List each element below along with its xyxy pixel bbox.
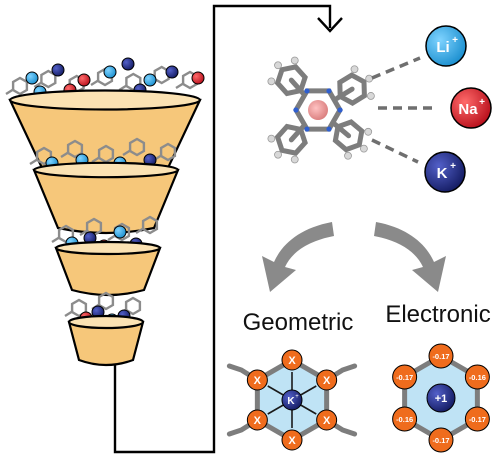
- ion-lithium: Li +: [425, 25, 467, 67]
- bound-ion: [308, 100, 328, 120]
- electronic-panel: +1 -0.17 -0.16 -0.17 -0.17 -0.16 -0.17: [392, 343, 490, 453]
- site-charge-2: -0.16: [464, 364, 490, 390]
- ion-sodium-symbol: Na: [458, 101, 478, 118]
- site-x-1: X: [281, 349, 303, 371]
- svg-text:-0.17: -0.17: [469, 415, 486, 424]
- site-x-4: X: [281, 429, 303, 451]
- ion-sodium: Na +: [450, 87, 492, 129]
- svg-text:X: X: [254, 415, 262, 427]
- electronic-label: Electronic: [385, 301, 490, 328]
- ion-potassium-charge: +: [450, 161, 456, 172]
- svg-text:X: X: [288, 435, 296, 447]
- site-x-2: X: [316, 369, 338, 391]
- site-charge-5: -0.16: [392, 406, 418, 432]
- ion-ball: [103, 65, 117, 79]
- site-charge-4: -0.17: [428, 427, 454, 453]
- curved-arrow-left-icon: [262, 222, 334, 292]
- funnel-body: [67, 320, 145, 367]
- curved-arrow-right-icon: [374, 222, 446, 292]
- svg-text:X: X: [254, 375, 262, 387]
- geometric-label: Geometric: [243, 309, 354, 336]
- svg-text:X: X: [323, 375, 331, 387]
- geometric-panel: K+ X X X X X X: [226, 349, 358, 451]
- svg-text:-0.17: -0.17: [432, 352, 449, 361]
- ion-potassium-symbol: K: [437, 165, 448, 182]
- svg-text:-0.17: -0.17: [396, 373, 413, 382]
- center-ion: [281, 389, 303, 411]
- site-charge-6: -0.17: [392, 364, 418, 390]
- funnel-body: [54, 246, 162, 297]
- flow-connector-line: [113, 4, 332, 454]
- funnel-rim: [8, 89, 202, 111]
- funnel-stage-4: [64, 291, 145, 367]
- center-charge: [426, 383, 456, 413]
- ion-potassium: K +: [424, 151, 466, 193]
- ion-ball: [143, 73, 157, 87]
- svg-text:-0.16: -0.16: [396, 415, 413, 424]
- site-x-6: X: [246, 369, 268, 391]
- ion-ball: [25, 71, 39, 85]
- funnel-stage-2: [29, 137, 180, 235]
- ion-links: [371, 56, 438, 164]
- funnel-rim: [54, 240, 162, 256]
- ion-ball: [191, 71, 205, 85]
- site-x-5: X: [246, 409, 268, 431]
- svg-text:-0.17: -0.17: [432, 436, 449, 445]
- ion-ball: [113, 225, 127, 239]
- svg-text:X: X: [323, 415, 331, 427]
- funnel-rim: [67, 314, 145, 330]
- funnel-rim: [32, 161, 180, 179]
- ion-sodium-charge: +: [479, 97, 485, 108]
- site-charge-3: -0.17: [464, 406, 490, 432]
- center-ion-label: K: [287, 396, 295, 407]
- split-arrows: [262, 222, 446, 292]
- site-charge-1: -0.17: [428, 343, 454, 369]
- site-x-3: X: [316, 409, 338, 431]
- screening-funnel: [5, 57, 205, 367]
- crown-molecule: [267, 56, 375, 164]
- ion-ball: [165, 65, 179, 79]
- center-ion-charge: +: [295, 394, 299, 400]
- center-charge-label: +1: [435, 393, 448, 405]
- ion-lithium-symbol: Li: [436, 39, 449, 56]
- down-arrow-head-icon: [317, 17, 343, 33]
- ligand-layer: [29, 137, 177, 166]
- funnel-stage-3: [51, 215, 162, 297]
- svg-text:X: X: [288, 355, 296, 367]
- ion-lithium-charge: +: [452, 35, 458, 46]
- svg-text:-0.16: -0.16: [469, 373, 486, 382]
- ion-ball: [121, 57, 135, 71]
- ion-ball: [51, 63, 65, 77]
- ion-ball: [77, 73, 91, 87]
